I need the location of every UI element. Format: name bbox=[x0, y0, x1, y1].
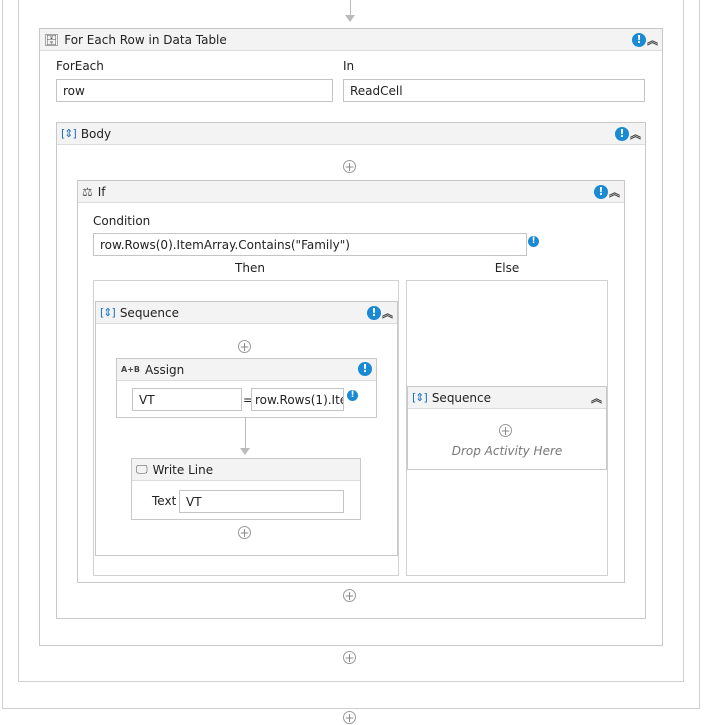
add-activity-button[interactable]: + bbox=[343, 160, 356, 174]
then-branch[interactable] bbox=[93, 280, 399, 576]
in-label: In bbox=[343, 59, 355, 73]
collapse-icon[interactable]: ︽ bbox=[630, 128, 641, 141]
outer-frame bbox=[2, 0, 700, 709]
add-activity-button[interactable]: + bbox=[238, 340, 251, 354]
activity-title: Body bbox=[80, 126, 112, 141]
arrow-icon bbox=[240, 448, 250, 455]
else-branch[interactable] bbox=[406, 280, 608, 576]
sequence-icon: [⇕] bbox=[100, 306, 116, 319]
collapse-icon[interactable]: ︽ bbox=[591, 392, 602, 405]
assign-value-input[interactable]: row.Rows(1).Iten bbox=[251, 388, 344, 411]
activity-title: Sequence bbox=[431, 390, 492, 405]
collapse-icon[interactable]: ︽ bbox=[609, 186, 620, 199]
warning-icon[interactable]: ! bbox=[615, 127, 629, 141]
activity-title: Assign bbox=[145, 362, 185, 377]
assign-to-input[interactable]: VT bbox=[132, 388, 242, 411]
else-label: Else bbox=[494, 261, 520, 275]
then-label: Then bbox=[235, 261, 265, 275]
add-activity-button[interactable]: + bbox=[238, 526, 251, 540]
assign-icon: A+B bbox=[121, 365, 140, 374]
if-icon: ⚖ bbox=[82, 184, 93, 199]
add-activity-button[interactable]: + bbox=[343, 589, 356, 603]
foreach-label: ForEach bbox=[56, 59, 104, 73]
sequence-icon: [⇕] bbox=[412, 391, 428, 404]
condition-input[interactable]: row.Rows(0).ItemArray.Contains("Family") bbox=[93, 233, 527, 256]
collapse-icon[interactable]: ︽ bbox=[647, 34, 658, 47]
arrow-icon bbox=[345, 15, 355, 22]
connector bbox=[245, 418, 246, 448]
activity-title: Write Line bbox=[152, 462, 214, 477]
condition-label: Condition bbox=[93, 214, 151, 228]
drop-activity-hint: Drop Activity Here bbox=[451, 444, 563, 458]
activity-title: For Each Row in Data Table bbox=[64, 32, 227, 47]
inner-frame bbox=[18, 0, 684, 682]
datatable-icon: 🗄 bbox=[44, 32, 60, 47]
in-input[interactable]: ReadCell bbox=[343, 79, 645, 102]
equals-sign: = bbox=[243, 393, 254, 407]
connector bbox=[350, 0, 351, 16]
warning-icon[interactable]: ! bbox=[632, 33, 646, 47]
foreach-input[interactable]: row bbox=[56, 79, 333, 102]
write-line-icon: 🖵 bbox=[136, 462, 148, 476]
warning-icon[interactable]: ! bbox=[347, 390, 358, 401]
add-activity-button[interactable]: + bbox=[343, 651, 356, 665]
warning-icon[interactable]: ! bbox=[367, 306, 381, 320]
else-sequence[interactable]: [⇕]Sequence ︽ bbox=[407, 386, 607, 470]
activity-title: If bbox=[97, 184, 106, 199]
activity-title: Sequence bbox=[119, 305, 180, 320]
sequence-icon: [⇕] bbox=[61, 127, 77, 140]
collapse-icon[interactable]: ︽ bbox=[382, 307, 393, 320]
text-input[interactable]: VT bbox=[179, 490, 344, 513]
warning-icon[interactable]: ! bbox=[528, 236, 539, 247]
warning-icon[interactable]: ! bbox=[594, 185, 608, 199]
add-activity-button[interactable]: + bbox=[499, 424, 512, 438]
add-activity-button[interactable]: + bbox=[343, 711, 356, 725]
text-label: Text bbox=[152, 494, 177, 508]
warning-icon[interactable]: ! bbox=[358, 362, 372, 376]
